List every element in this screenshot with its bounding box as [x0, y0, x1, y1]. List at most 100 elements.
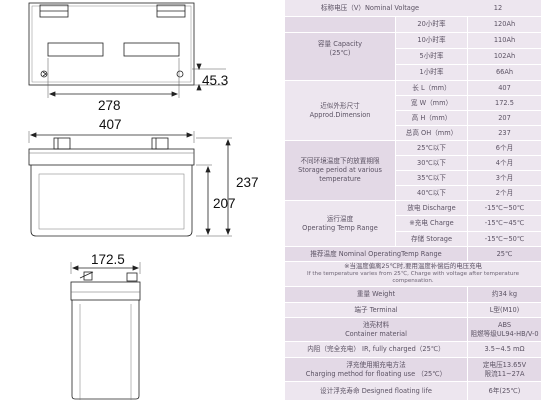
container-material-label: 池壳材料 Container material — [285, 318, 467, 341]
capacity-value: 110Ah — [467, 33, 541, 48]
front-width-dimension: 407 — [99, 117, 122, 132]
capacity-value: 102Ah — [467, 49, 541, 64]
total-height-dimension: 237 — [236, 175, 259, 190]
operating-mode: 放电 Discharge — [395, 201, 467, 215]
side-view-drawing — [70, 262, 141, 400]
container-material-value-1: ABS — [497, 320, 512, 329]
operating-range: -15℃~50℃ — [467, 232, 541, 246]
top-height-dimension: 45.3 — [202, 73, 229, 88]
capacity-label-cn: 容量 Capacity — [317, 39, 363, 48]
dimension-value: 237 — [467, 126, 541, 140]
float-charging-label: 浮充使用期充电方法 Charging method for floating u… — [285, 358, 467, 381]
design-life-value: 6年(25℃) — [467, 382, 541, 400]
dimension-value: 207 — [467, 111, 541, 125]
dimension-row: 总高 OH（mm） 237 — [395, 126, 541, 141]
float-charging-row: 浮充使用期充电方法 Charging method for floating u… — [285, 358, 541, 382]
weight-label: 重量 Weight — [356, 290, 396, 299]
dimension-drawings-panel: 278 45.3 407 237 207 172.5 — [28, 2, 259, 400]
case-height-dimension: 207 — [213, 196, 236, 211]
terminal-label: 端子 Terminal — [354, 305, 398, 314]
dimension-value: 172.5 — [467, 96, 541, 110]
internal-resistance-row: 内阻（完全充电） IR, fully charged（25℃） 3.5~4.5 … — [285, 342, 541, 358]
internal-resistance-label: 内阻（完全充电） IR, fully charged（25℃） — [307, 345, 445, 354]
storage-period: 4个月 — [467, 156, 541, 170]
dimension-row: 宽 W（mm） 172.5 — [395, 96, 541, 111]
storage-row: 30℃以下 4个月 — [395, 156, 541, 171]
capacity-value: 66Ah — [467, 65, 541, 80]
container-material-row: 池壳材料 Container material ABS 阻燃等级UL94-HB/… — [285, 318, 541, 342]
nominal-voltage-value: 12 — [493, 3, 503, 12]
battery-outline-drawings — [28, 2, 232, 400]
dimension-value: 407 — [467, 81, 541, 95]
dimension-name: 宽 W（mm） — [395, 96, 467, 110]
storage-label-cn: 不同环境温度下的放置期限 — [300, 157, 380, 166]
operating-row: 放电 Discharge -15℃~50℃ — [395, 201, 541, 216]
operating-row: 存储 Storage -15℃~50℃ — [395, 232, 541, 247]
dimension-row: 高 H（mm） 207 — [395, 111, 541, 126]
top-view-drawing — [28, 2, 226, 98]
front-view-drawing — [28, 131, 232, 237]
container-material-label-cn: 池壳材料 — [362, 320, 390, 329]
capacity-rate: 5小时率 — [395, 49, 467, 64]
capacity-rate: 10小时率 — [395, 33, 467, 48]
top-width-dimension: 278 — [98, 98, 121, 113]
temperature-note-en: If the temperature varies from 25℃, Char… — [306, 270, 520, 285]
terminal-value: L型(M10) — [467, 303, 541, 317]
dimension-label-en: Approd.Dimension — [309, 110, 371, 119]
capacity-row: 10小时率 110Ah — [395, 33, 541, 49]
operating-row: ※充电 Charge -15℃~45℃ — [395, 216, 541, 232]
capacity-rate: 20小时率 — [395, 17, 467, 32]
recommended-temp-value: 25℃ — [467, 247, 541, 261]
dimension-label-cn: 近似外形尺寸 — [320, 101, 360, 110]
side-width-dimension: 172.5 — [91, 252, 125, 267]
storage-row: 35℃以下 3个月 — [395, 171, 541, 186]
recommended-temp-row: 推荐温度 Nominal OperatingTemp Range 25℃ — [285, 247, 541, 262]
dimension-name: 总高 OH（mm） — [395, 126, 467, 140]
float-charging-current: 限流11~27A — [484, 369, 525, 378]
container-material-label-en: Container material — [345, 329, 407, 338]
float-charging-voltage: 定电压13.65V — [482, 360, 527, 369]
float-charging-value: 定电压13.65V 限流11~27A — [467, 358, 541, 381]
container-material-value: ABS 阻燃等级UL94-HB/V-0 — [467, 318, 541, 341]
operating-group-label: 运行温度 Operating Temp Range — [285, 201, 395, 247]
storage-row: 25℃以下 6个月 — [395, 141, 541, 156]
dimension-row: 长 L（mm） 407 — [395, 81, 541, 96]
temperature-note-row: ※当温度偏离25℃时,要用温度补偿后的电压充电 If the temperatu… — [285, 262, 541, 287]
storage-period: 2个月 — [467, 186, 541, 200]
dimension-name: 高 H（mm） — [395, 111, 467, 125]
nominal-voltage-label: 标称电压（V）Nominal Voltage — [320, 3, 420, 12]
storage-temp: 30℃以下 — [395, 156, 467, 170]
storage-label-en: Storage period at various temperature — [298, 166, 382, 183]
internal-resistance-value: 3.5~4.5 mΩ — [467, 342, 541, 357]
design-life-label: 设计浮充寿命 Designed floating life — [320, 386, 432, 395]
storage-temp: 35℃以下 — [395, 171, 467, 185]
nominal-voltage-row: 标称电压（V）Nominal Voltage 12 — [285, 0, 541, 17]
capacity-row: 1小时率 66Ah — [395, 65, 541, 81]
operating-range: -15℃~45℃ — [467, 216, 541, 231]
storage-period: 6个月 — [467, 141, 541, 155]
operating-mode: ※充电 Charge — [395, 216, 467, 231]
capacity-row: 5小时率 102Ah — [395, 49, 541, 65]
design-life-row: 设计浮充寿命 Designed floating life 6年(25℃) — [285, 382, 541, 400]
storage-group-label: 不同环境温度下的放置期限 Storage period at various t… — [285, 141, 395, 201]
container-material-value-2: 阻燃等级UL94-HB/V-0 — [470, 329, 539, 338]
dimension-group-label: 近似外形尺寸 Approd.Dimension — [285, 81, 395, 141]
operating-label-en: Operating Temp Range — [302, 223, 378, 232]
float-charging-label-cn: 浮充使用期充电方法 — [346, 360, 406, 369]
storage-period: 3个月 — [467, 171, 541, 185]
terminal-row: 端子 Terminal L型(M10) — [285, 303, 541, 318]
storage-temp: 40℃以下 — [395, 186, 467, 200]
weight-value: 约34 kg — [467, 287, 541, 302]
storage-row: 40℃以下 2个月 — [395, 186, 541, 201]
operating-label-cn: 运行温度 — [326, 214, 354, 223]
capacity-rate: 1小时率 — [395, 65, 467, 80]
recommended-temp-label: 推荐温度 Nominal OperatingTemp Range — [310, 249, 442, 258]
capacity-value: 120Ah — [467, 17, 541, 32]
operating-mode: 存储 Storage — [395, 232, 467, 246]
dimension-name: 长 L（mm） — [395, 81, 467, 95]
temperature-note-cn: ※当温度偏离25℃时,要用温度补偿后的电压充电 — [344, 262, 482, 271]
float-charging-label-en: Charging method for floating use （25℃） — [305, 369, 447, 378]
operating-range: -15℃~50℃ — [467, 201, 541, 215]
storage-temp: 25℃以下 — [395, 141, 467, 155]
capacity-label-en: (25℃) — [329, 48, 351, 57]
